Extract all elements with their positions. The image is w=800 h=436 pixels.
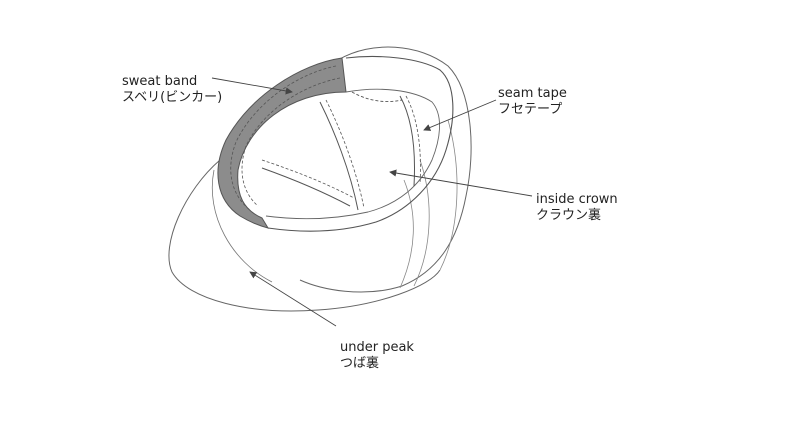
under-peak-label-en: under peak bbox=[340, 340, 414, 355]
seam-tape-label: seam tape フセテープ bbox=[498, 86, 567, 118]
seam-tape-stitch bbox=[405, 95, 421, 185]
peak-edge bbox=[211, 169, 273, 283]
crown-opening-inner-rim bbox=[265, 88, 441, 220]
under-peak-label: under peak つば裏 bbox=[340, 340, 414, 372]
seam-tape bbox=[351, 91, 403, 103]
under-peak-label-ja: つば裏 bbox=[340, 356, 380, 371]
inside-crown-leader bbox=[389, 169, 533, 197]
inside-crown-label-ja: クラウン裏 bbox=[536, 208, 602, 223]
inside-crown-label: inside crown クラウン裏 bbox=[536, 192, 618, 224]
sweat-band-leader bbox=[211, 77, 293, 95]
crown-panel-seam bbox=[399, 179, 414, 289]
crown-panel-seam bbox=[413, 159, 430, 287]
sweat-band-label-en: sweat band bbox=[122, 74, 198, 89]
crown-panel-seam bbox=[439, 119, 458, 271]
seam-tape bbox=[261, 167, 351, 207]
seam-tape-label-ja: フセテープ bbox=[498, 102, 563, 117]
seam-tape-stitch bbox=[325, 99, 365, 209]
inside-crown-label-en: inside crown bbox=[536, 192, 618, 207]
sweat-band-stitch bbox=[241, 77, 341, 207]
seam-tape bbox=[319, 101, 359, 211]
sweat-band-label: sweat band スベリ(ビンカー) bbox=[122, 74, 222, 106]
seam-tape-label-en: seam tape bbox=[498, 86, 567, 101]
sweat-band-label-ja: スベリ(ビンカー) bbox=[122, 90, 223, 105]
under-peak-leader bbox=[249, 271, 337, 327]
seam-tape-leader bbox=[423, 99, 497, 131]
under-peak-brim bbox=[168, 159, 441, 312]
sweat-band bbox=[217, 57, 347, 229]
seam-tape bbox=[399, 95, 415, 187]
outer-crown bbox=[299, 46, 472, 293]
seam-tape-stitch bbox=[261, 159, 355, 199]
crown-opening-rim bbox=[267, 56, 454, 232]
